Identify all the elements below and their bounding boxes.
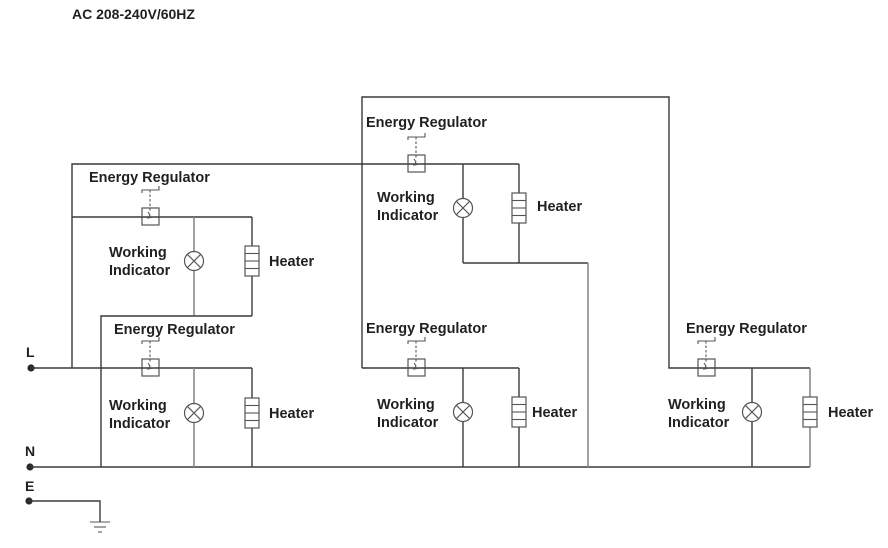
energy-regulator-icon [141, 337, 160, 377]
energy-regulator-icon [407, 337, 426, 377]
heater-icon [511, 396, 527, 428]
supply-title: AC 208-240V/60HZ [72, 6, 195, 22]
terminal-e-label: E [25, 478, 34, 494]
indicator-lamp-icon [183, 402, 205, 424]
heater-icon [802, 396, 818, 428]
outer-loop-wire [361, 96, 752, 369]
heater-icon [244, 245, 260, 277]
circuit-1-return [100, 315, 252, 467]
energy-regulator-icon [141, 186, 160, 226]
heater-label: Heater [532, 405, 577, 421]
heater-label: Heater [537, 199, 582, 215]
terminal-n-label: N [25, 443, 35, 459]
indicator-lamp-icon [183, 250, 205, 272]
feed-wire-left [71, 163, 362, 368]
heater-label: Heater [269, 254, 314, 270]
regulator-label: Energy Regulator [366, 321, 487, 337]
energy-regulator-icon [407, 133, 426, 173]
indicator-lamp-icon [452, 197, 474, 219]
heater-icon [244, 397, 260, 429]
regulator-label: Energy Regulator [686, 321, 807, 337]
regulator-label: Energy Regulator [89, 170, 210, 186]
heater-label: Heater [828, 405, 873, 421]
heater-label: Heater [269, 406, 314, 422]
regulator-label: Energy Regulator [114, 322, 235, 338]
heater-icon [511, 192, 527, 224]
energy-regulator-icon [697, 337, 716, 377]
regulator-label: Energy Regulator [366, 115, 487, 131]
ground-icon [90, 521, 110, 533]
indicator-lamp-icon [741, 401, 763, 423]
terminal-l-label: L [26, 344, 35, 360]
earth-wire [29, 500, 101, 522]
indicator-lamp-icon [452, 401, 474, 423]
